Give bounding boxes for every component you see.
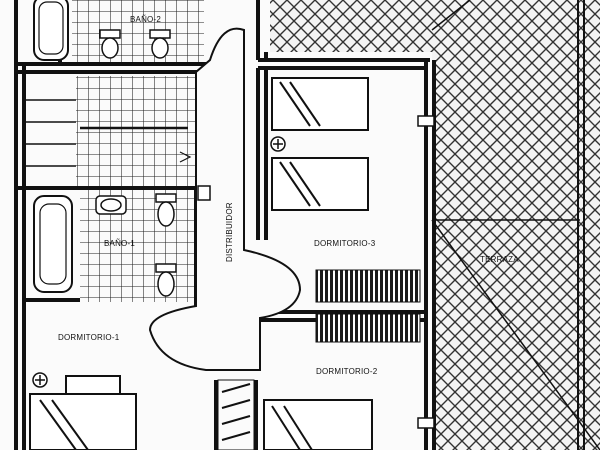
distributor-corridor (148, 27, 302, 371)
closet-hatch (221, 383, 251, 441)
label-dormitorio-3: DORMITORIO-3 (314, 239, 376, 248)
wardrobe-upper (315, 269, 421, 303)
bathtub-bano-2-inner (38, 1, 64, 55)
terrace-step-line (431, 0, 471, 31)
terrace-diagonal (431, 219, 600, 450)
stair-arrow (179, 151, 192, 163)
window-marks (197, 115, 435, 429)
stair-landing (26, 76, 76, 186)
fixtures (95, 29, 177, 297)
terrace-floor (432, 0, 600, 450)
terrace-railing (577, 0, 585, 450)
plants (32, 136, 286, 388)
terrace-upper-floor (270, 0, 432, 52)
beds (29, 77, 373, 450)
label-distribuidor: DISTRIBUIDOR (225, 202, 234, 262)
stair-steps (26, 99, 76, 167)
label-dormitorio-1: DORMITORIO-1 (58, 333, 120, 342)
label-terraza: TERRAZA (480, 255, 519, 264)
bathtub-bano-2 (33, 0, 69, 61)
label-bano-1: BAÑO-1 (104, 239, 135, 248)
label-dormitorio-2: DORMITORIO-2 (316, 367, 378, 376)
bathtub-bano-1 (33, 195, 73, 293)
wardrobe-lower (315, 313, 421, 343)
bano-2-floor (72, 0, 204, 64)
label-bano-2: BAÑO-2 (130, 15, 161, 24)
bathtub-bano-1-inner (39, 203, 67, 285)
